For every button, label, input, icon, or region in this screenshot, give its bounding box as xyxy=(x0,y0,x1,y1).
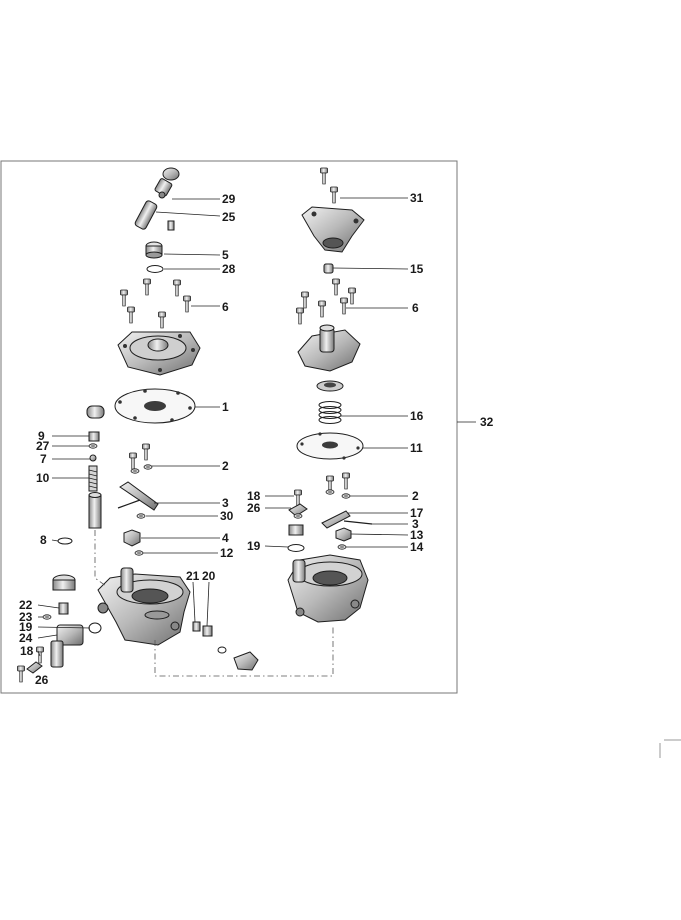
callout-3-left: 3 xyxy=(222,496,229,510)
diaphragm-right xyxy=(296,432,364,460)
small-ring-right xyxy=(337,544,347,550)
callout-7: 7 xyxy=(40,452,47,466)
callout-31: 31 xyxy=(410,191,424,205)
callout-4: 4 xyxy=(222,531,229,545)
callout-2-left: 2 xyxy=(222,459,229,473)
callout-32: 32 xyxy=(480,415,494,429)
valve-seat-right xyxy=(335,527,352,542)
screw-18-right xyxy=(294,489,302,507)
callout-2-right: 2 xyxy=(412,489,419,503)
nut-15 xyxy=(323,263,334,274)
regulator-body-left xyxy=(97,567,191,646)
fitting-21 xyxy=(192,621,201,632)
assembly-line xyxy=(94,530,107,587)
small-washer xyxy=(88,443,98,449)
callout-25: 25 xyxy=(222,210,236,224)
filter-cap xyxy=(52,574,76,591)
callout-24: 24 xyxy=(19,631,33,645)
callout-10: 10 xyxy=(36,471,50,485)
outlet-elbow xyxy=(217,646,259,671)
callout-20: 20 xyxy=(202,569,216,583)
cover-bolts xyxy=(120,278,191,329)
callout-16: 16 xyxy=(410,409,424,423)
cover-bolts-right xyxy=(296,278,356,325)
callout-19-left: 19 xyxy=(19,620,33,634)
callout-6-left: 6 xyxy=(222,300,229,314)
callout-18-right: 18 xyxy=(247,489,261,503)
leader-lines xyxy=(37,197,476,657)
callout-19-right: 19 xyxy=(247,539,261,553)
diagram-frame xyxy=(0,160,458,694)
o-ring xyxy=(146,265,164,273)
spring xyxy=(88,465,98,492)
assembly-line xyxy=(154,625,334,677)
callout-8: 8 xyxy=(40,533,47,547)
clip-26-right xyxy=(288,503,308,517)
small-ring xyxy=(134,550,144,556)
fitting-22 xyxy=(58,602,69,615)
clip-26 xyxy=(26,661,43,674)
fitting-nut xyxy=(88,431,100,442)
elbow-fitting xyxy=(154,167,180,199)
callout-15: 15 xyxy=(410,262,424,276)
cap xyxy=(145,241,163,259)
callout-26-left: 26 xyxy=(35,673,49,687)
plug-cap xyxy=(86,405,105,419)
piston-body xyxy=(88,492,102,529)
spring-cup xyxy=(316,380,344,392)
callout-17: 17 xyxy=(410,506,424,520)
inlet-fitting xyxy=(50,622,102,668)
screw-small xyxy=(17,665,25,683)
callout-6-right: 6 xyxy=(412,301,419,315)
callout-29: 29 xyxy=(222,192,236,206)
washer-23 xyxy=(42,614,52,620)
regulator-body-right xyxy=(287,554,369,623)
screws xyxy=(129,443,153,474)
o-ring-small xyxy=(57,537,73,545)
callout-13: 13 xyxy=(410,528,424,542)
seat-19-right xyxy=(287,524,305,552)
top-cover xyxy=(117,331,201,376)
callout-5: 5 xyxy=(222,248,229,262)
washer-right xyxy=(293,513,303,519)
callout-21: 21 xyxy=(186,569,200,583)
callout-18-left: 18 xyxy=(20,644,34,658)
diaphragm xyxy=(114,388,196,424)
bracket-bolt xyxy=(320,167,328,185)
callout-22: 22 xyxy=(19,598,33,612)
lever-right xyxy=(321,510,351,529)
spring-16 xyxy=(318,401,342,424)
callout-14: 14 xyxy=(410,540,424,554)
bracket-bolt xyxy=(330,186,338,204)
lever xyxy=(117,481,159,511)
callout-11: 11 xyxy=(410,441,423,455)
callout-1: 1 xyxy=(222,400,229,414)
nozzle xyxy=(134,200,175,231)
pin-3-right xyxy=(343,520,373,525)
callout-28: 28 xyxy=(222,262,236,276)
callout-23: 23 xyxy=(19,610,33,624)
callout-9: 9 xyxy=(38,429,45,443)
callout-12: 12 xyxy=(220,546,234,560)
fitting-20 xyxy=(202,625,213,637)
callout-27: 27 xyxy=(36,439,50,453)
valve-seat xyxy=(123,529,141,547)
top-cover-right xyxy=(297,324,361,372)
callout-3-right: 3 xyxy=(412,517,419,531)
ball xyxy=(89,454,97,462)
callout-labels: 29 25 5 28 6 1 2 3 30 4 12 9 27 7 10 8 2… xyxy=(19,191,494,687)
callout-26-right: 26 xyxy=(247,501,261,515)
callout-30: 30 xyxy=(220,509,234,523)
nut xyxy=(136,513,146,519)
screws-right xyxy=(325,472,351,499)
mounting-bracket xyxy=(301,206,365,253)
